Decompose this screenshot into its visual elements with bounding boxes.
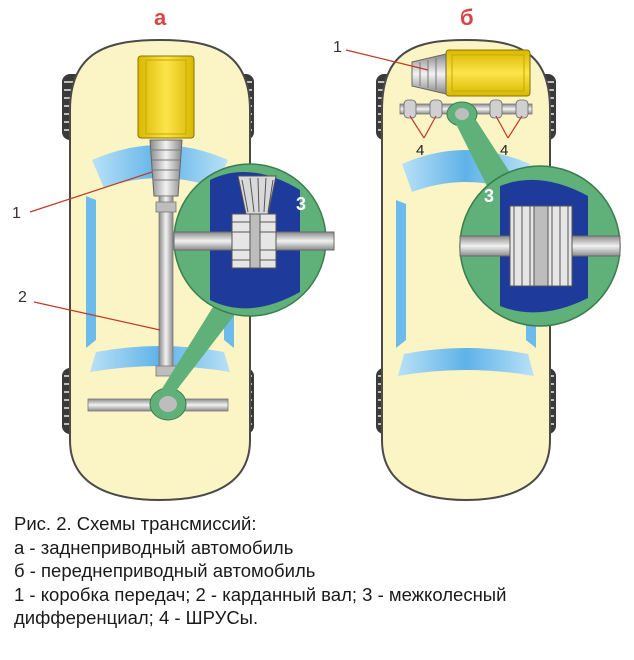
figure-caption: Рис. 2. Схемы трансмиссий: а - заднеприв… — [14, 512, 624, 630]
callout-1-b: 1 — [333, 39, 342, 56]
gearbox-a — [149, 139, 183, 197]
transmission-diagram: а — [12, 5, 621, 502]
callout-2-a: 2 — [18, 289, 27, 306]
callout-3-a: 3 — [296, 194, 306, 214]
panel-b-letter: б — [460, 5, 474, 30]
caption-title: Рис. 2. Схемы трансмиссий: — [14, 513, 257, 534]
car-a: 3 1 2 — [12, 38, 335, 502]
car-a-left-glass — [86, 196, 96, 348]
callout-1-a: 1 — [12, 205, 21, 222]
magnifier-connector-a — [160, 286, 246, 396]
leader-4-left — [409, 115, 437, 139]
leader-4-right — [495, 115, 523, 139]
car-b-left-glass — [396, 200, 406, 348]
engine-a — [137, 55, 195, 139]
engine-b — [445, 49, 531, 97]
callout-3-b: 3 — [484, 186, 494, 206]
differential-detail-b: 3 — [459, 165, 621, 327]
magnifier-connector-b — [454, 120, 516, 192]
car-b: 3 1 4 4 — [333, 38, 621, 502]
leader-1-b — [345, 49, 429, 71]
differential-gears-b — [509, 205, 573, 287]
differential-gears-a — [231, 175, 277, 269]
driveshaft-a — [158, 195, 174, 373]
car-b-rear-window — [398, 348, 534, 376]
caption-legend-1: 1 - коробка передач; 2 - карданный вал; … — [14, 583, 507, 605]
caption-line-b: б - переднеприводный автомобиль — [14, 560, 316, 581]
callout-4-left: 4 — [416, 142, 424, 159]
panel-a-letter: а — [154, 5, 167, 30]
leader-2-a — [33, 301, 161, 331]
leader-1-a — [29, 171, 153, 213]
callout-4-right: 4 — [500, 142, 508, 159]
differential-detail-a: 3 — [173, 163, 335, 317]
caption-legend-2: дифференциал; 4 - ШРУСы. — [14, 607, 259, 628]
caption-line-a: а - заднеприводный автомобиль — [14, 536, 294, 558]
